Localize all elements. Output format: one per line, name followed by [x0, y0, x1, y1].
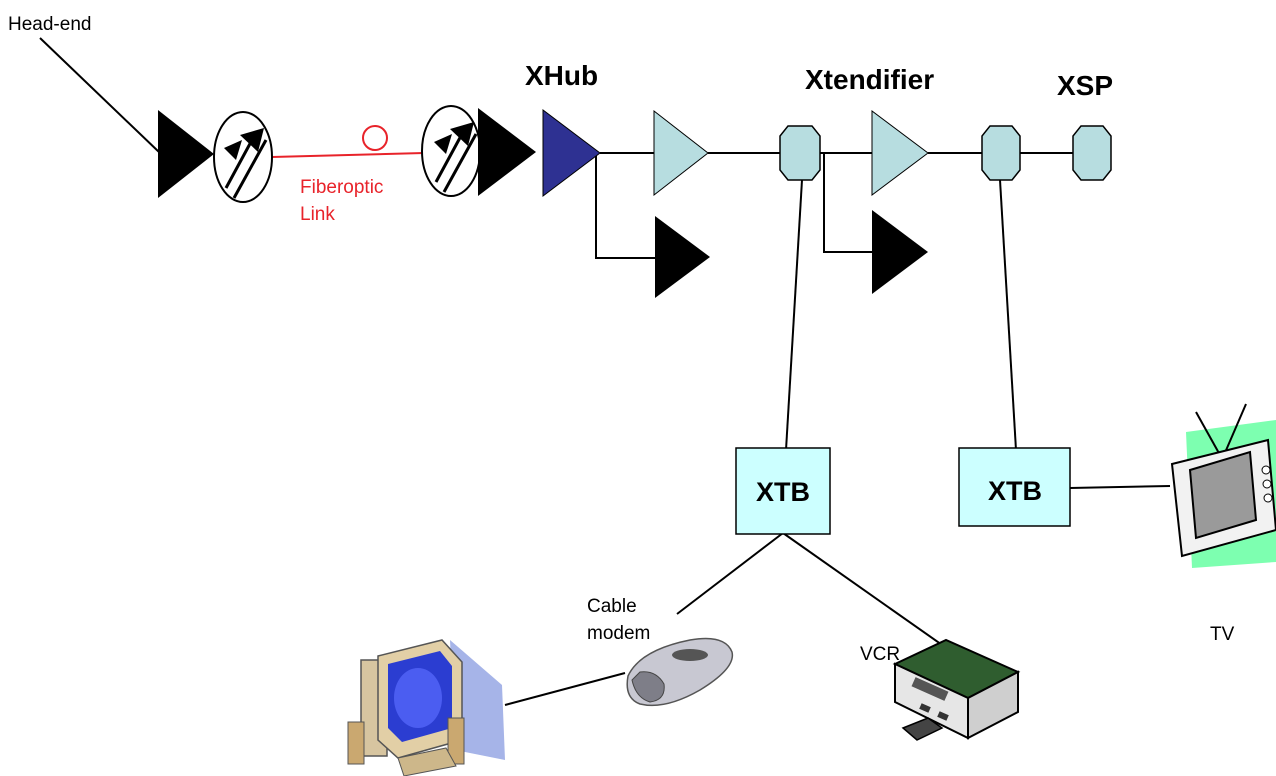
tap-2 — [981, 125, 1021, 181]
xhub-label: XHub — [525, 60, 598, 91]
xhub-branch-line — [595, 153, 655, 259]
head-end-amplifier — [158, 110, 214, 198]
tap-drop-line-right — [999, 179, 1017, 451]
xtb-label-left: XTB — [756, 477, 810, 507]
tv-icon — [1170, 403, 1276, 568]
xtendifier-amplifier — [871, 110, 929, 196]
xtb-label-right: XTB — [988, 476, 1042, 506]
tap-drop-line-left — [785, 179, 803, 451]
head-end-label: Head-end — [8, 14, 91, 35]
cable-modem-label-line1: Cable — [587, 596, 637, 617]
xhub-amplifier — [542, 108, 601, 198]
vcr-icon — [892, 638, 1021, 741]
optical-receiver-icon — [421, 105, 481, 197]
xsp-tap — [1072, 125, 1112, 181]
vcr-label: VCR — [860, 644, 900, 665]
xtendifier-branch-amplifier — [872, 210, 928, 294]
xtendifier-label: Xtendifier — [805, 64, 934, 95]
xtb-to-tv-line — [1069, 485, 1171, 489]
cable-modem-icon — [626, 637, 734, 707]
modem-to-computer-line — [504, 672, 626, 706]
fiber-label-line2: Link — [300, 204, 335, 225]
xsp-label: XSP — [1057, 70, 1113, 101]
head-end-line — [39, 37, 161, 154]
optical-transmitter-icon — [213, 111, 273, 203]
fiber-label-line1: Fiberoptic — [300, 177, 383, 198]
xhub-trunk-amplifier — [653, 109, 709, 197]
fiber-loop-icon — [362, 125, 388, 151]
fiber-link — [271, 125, 425, 158]
xhub-branch-amplifier — [655, 216, 710, 298]
tap-1 — [779, 125, 821, 181]
cable-modem-label-line2: modem — [587, 623, 650, 644]
tv-label: TV — [1210, 624, 1235, 645]
xtb-box-left — [735, 447, 831, 535]
computer-icon — [347, 639, 505, 776]
receiver-amplifier — [478, 108, 536, 196]
xtb-box-right — [958, 447, 1071, 527]
fiber-line — [271, 152, 425, 158]
xtb-to-modem-line — [676, 532, 784, 615]
xtendifier-branch-line — [823, 153, 872, 253]
